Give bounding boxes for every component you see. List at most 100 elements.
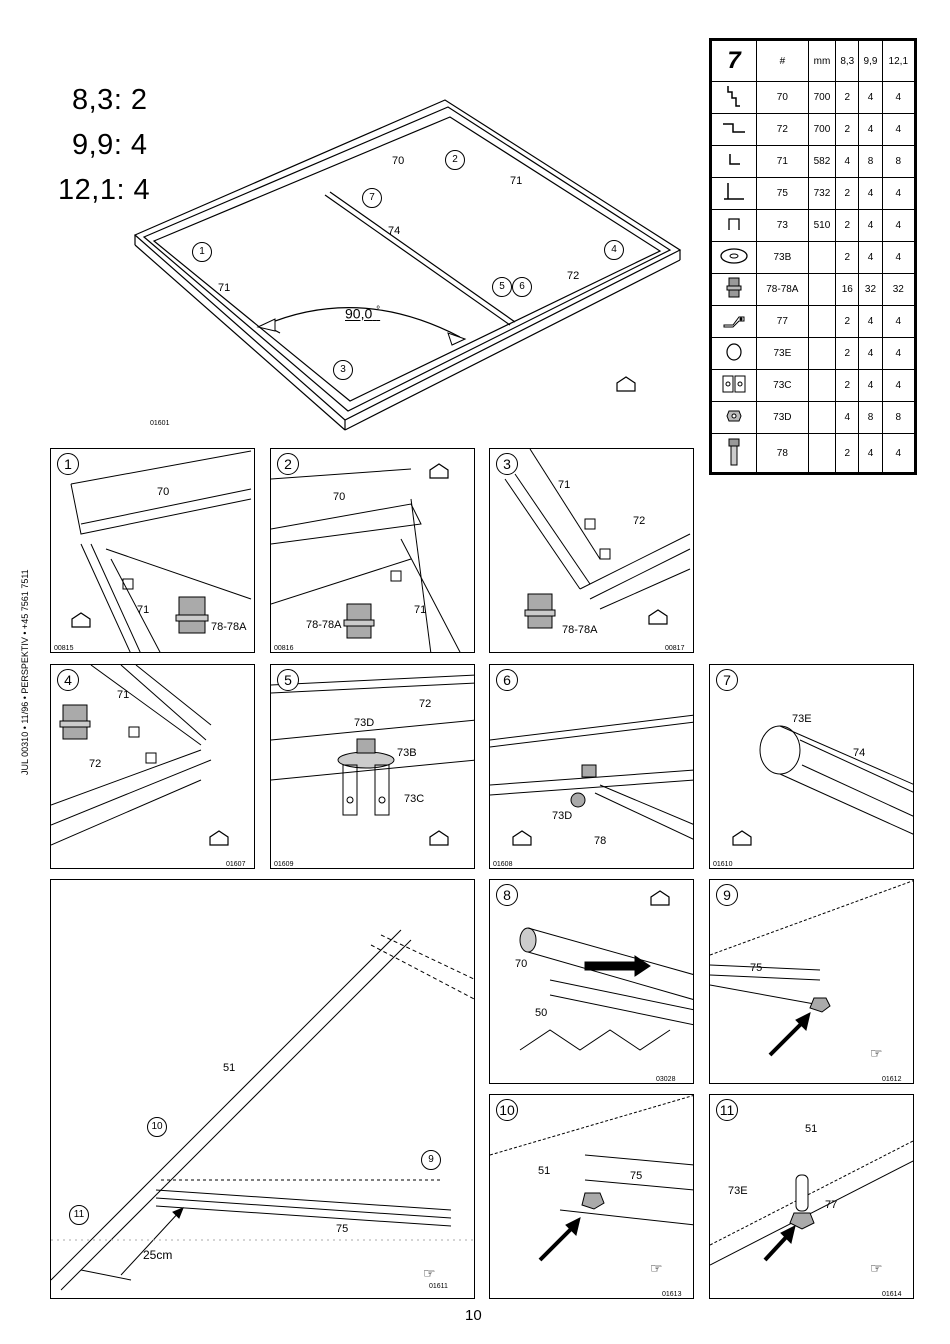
end-cap-icon: [710, 337, 757, 370]
panel-11-label-73e: 73E: [728, 1185, 748, 1197]
panel-2: 2 70 78-78A 71 00816: [270, 448, 475, 653]
panel-2-number: 2: [277, 453, 299, 475]
clip-icon: [710, 305, 757, 338]
panel-11-label-51: 51: [805, 1123, 818, 1135]
row-qty-b: 4: [858, 305, 883, 338]
profile-75-icon: [710, 177, 757, 210]
row-mm: [807, 305, 837, 338]
panel-8-label-50: 50: [535, 1007, 548, 1019]
overview-label-71-left: 71: [218, 282, 231, 294]
panel-1-label-78-78a: 78-78A: [211, 621, 247, 633]
row-num: 71: [756, 145, 809, 178]
row-qty-c: 32: [881, 273, 917, 306]
row-num: 78: [756, 433, 809, 474]
panel-8: 8 70 50 03028: [489, 879, 694, 1084]
panel-4-label-72: 72: [89, 758, 102, 770]
row-qty-c: 4: [881, 433, 917, 474]
qty-9-9: 9,9: 4: [72, 129, 148, 161]
overview-callout-7: 7: [362, 188, 382, 208]
panel-2-label-78-78a: 78-78A: [306, 619, 342, 631]
qty-12-1: 12,1: 4: [58, 174, 151, 206]
overview-callout-6: 6: [512, 277, 532, 297]
row-qty-b: 4: [858, 177, 883, 210]
row-mm: 700: [807, 81, 837, 114]
panel-5: 5 72 73D 73B 73C 01609: [270, 664, 475, 869]
panel-7-label-73e: 73E: [792, 713, 812, 725]
row-mm: [807, 241, 837, 274]
header-12-1: 12,1: [881, 39, 917, 82]
row-qty-a: 2: [835, 241, 860, 274]
overview-frame-svg: [133, 99, 682, 431]
panel-6-label-78: 78: [594, 835, 607, 847]
big-label-75: 75: [336, 1223, 349, 1235]
row-qty-c: 8: [881, 145, 917, 178]
panel-6-number: 6: [496, 669, 518, 691]
row-mm: 732: [807, 177, 837, 210]
big-callout-10: 10: [147, 1117, 167, 1137]
row-mm: [807, 369, 837, 402]
row-qty-a: 2: [835, 305, 860, 338]
panel-11: 11 51 73E 77 ☞ 01614: [709, 1094, 914, 1299]
overview-callout-1: 1: [192, 242, 212, 262]
panel-8-number: 8: [496, 884, 518, 906]
overview-callout-3: 3: [333, 360, 353, 380]
panel-2-label-71: 71: [414, 604, 427, 616]
overview-callout-5: 5: [492, 277, 512, 297]
row-qty-a: 4: [835, 145, 860, 178]
panel-4-number: 4: [57, 669, 79, 691]
row-num: 70: [756, 81, 809, 114]
row-num: 73D: [756, 401, 809, 434]
house-icon: [616, 376, 636, 392]
row-qty-a: 4: [835, 401, 860, 434]
panel-1-label-70: 70: [157, 486, 170, 498]
overview-label-71-top: 71: [510, 175, 523, 187]
panel-1-label-71: 71: [137, 604, 150, 616]
row-qty-c: 4: [881, 241, 917, 274]
row-num: 73: [756, 209, 809, 242]
panel-7-number: 7: [716, 669, 738, 691]
house-icon: [648, 609, 668, 625]
panel-6-code: 01608: [493, 861, 513, 868]
row-qty-c: 4: [881, 81, 917, 114]
panel-3-label-71: 71: [558, 479, 571, 491]
row-qty-a: 2: [835, 177, 860, 210]
overview-code: 01601: [150, 420, 170, 427]
panel-7-code: 01610: [713, 861, 733, 868]
panel-5-label-72: 72: [419, 698, 432, 710]
row-qty-b: 4: [858, 113, 883, 146]
row-num: 75: [756, 177, 809, 210]
row-qty-b: 4: [858, 81, 883, 114]
panel-9-code: 01612: [882, 1076, 902, 1083]
big-label-25cm: 25cm: [143, 1248, 173, 1262]
row-qty-a: 2: [835, 369, 860, 402]
panel-11-label-77: 77: [825, 1199, 838, 1211]
row-qty-b: 8: [858, 145, 883, 178]
panel-3-number: 3: [496, 453, 518, 475]
overview-drawing: 2 7 1 4 5 6 3 70 71 74 71 72 90,0 ° 0160…: [130, 95, 690, 435]
row-qty-c: 4: [881, 177, 917, 210]
overview-angle: 90,0 °: [345, 305, 381, 322]
header-num: #: [756, 39, 809, 82]
house-icon: [429, 830, 449, 846]
panel-4-label-71: 71: [117, 689, 130, 701]
row-mm: 582: [807, 145, 837, 178]
panel-3-label-72: 72: [633, 515, 646, 527]
row-qty-c: 4: [881, 369, 917, 402]
row-mm: 510: [807, 209, 837, 242]
row-qty-a: 2: [835, 209, 860, 242]
house-icon: [512, 830, 532, 846]
profile-73-icon: [710, 209, 757, 242]
profile-72-icon: [710, 113, 757, 146]
step-number: 7: [710, 39, 757, 82]
big-label-51: 51: [223, 1062, 236, 1074]
panel-2-code: 00816: [274, 645, 294, 652]
row-num: 77: [756, 305, 809, 338]
row-qty-b: 4: [858, 209, 883, 242]
row-qty-c: 4: [881, 337, 917, 370]
row-qty-c: 4: [881, 209, 917, 242]
